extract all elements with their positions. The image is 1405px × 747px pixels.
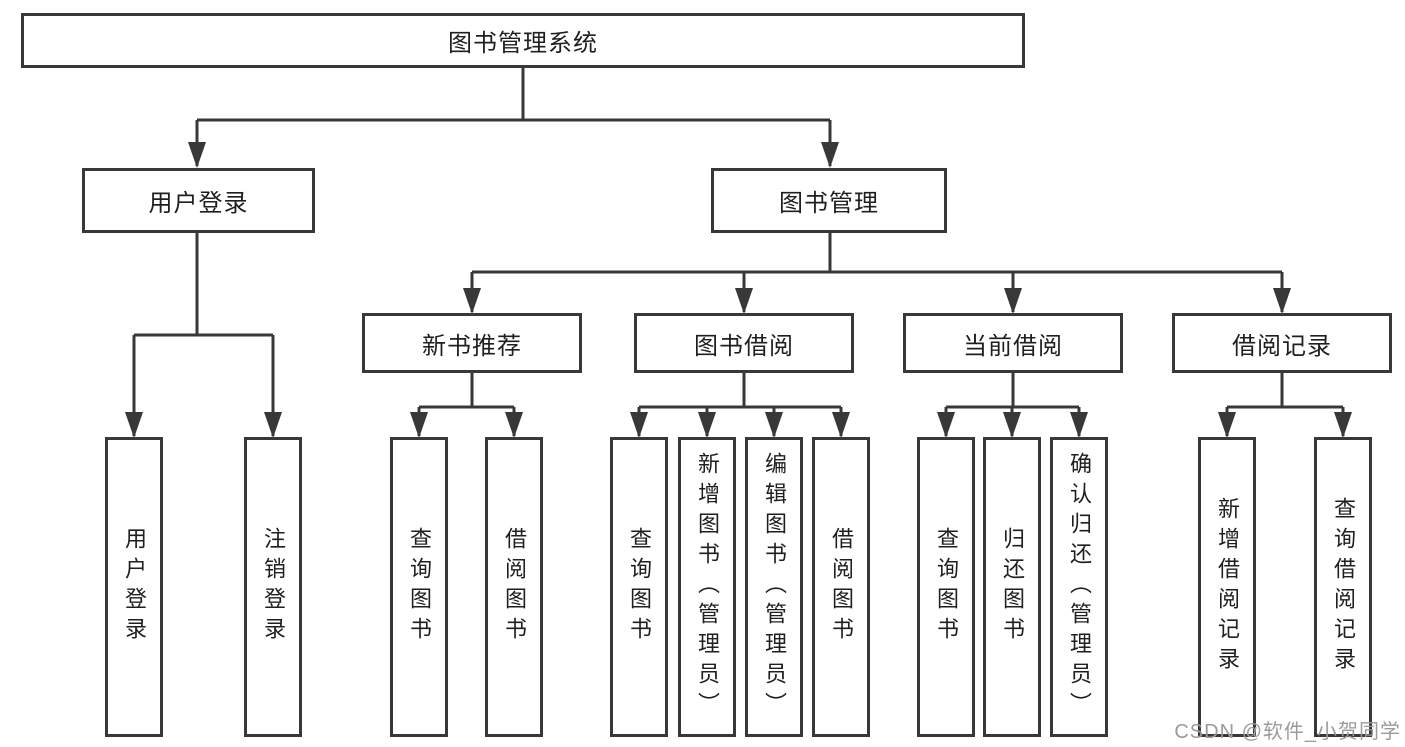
node-current-query-books: 查询图书 [917,437,975,737]
node-book-borrow: 图书借阅 [634,313,854,373]
node-recommend-borrow-books-label: 借阅图书 [502,527,527,647]
node-logout-leaf-label: 注销登录 [261,527,286,647]
node-user-login-label: 用户登录 [148,190,249,217]
node-add-books-admin: 新增图书（管理员） [678,437,736,737]
node-borrow-record: 借阅记录 [1172,313,1392,373]
node-recommend-query-books-label: 查询图书 [407,527,432,647]
node-user-login-leaf-label: 用户登录 [122,527,147,647]
node-library-system: 图书管理系统 [21,13,1025,68]
node-confirm-return-admin: 确认归还（管理员） [1050,437,1108,737]
node-current-borrow-label: 当前借阅 [963,332,1063,360]
node-recommend-query-books: 查询图书 [390,437,448,737]
node-edit-books-admin-label: 编辑图书（管理员） [762,452,787,722]
node-query-borrow-record: 查询借阅记录 [1314,437,1372,737]
csdn-watermark: CSDN @软件_小贺同学 [1174,721,1401,743]
node-user-login: 用户登录 [82,168,315,233]
node-user-login-leaf: 用户登录 [105,437,163,737]
node-new-book-recommend-label: 新书推荐 [422,332,522,360]
node-borrow-query-books-label: 查询图书 [627,527,652,647]
node-borrow-query-books: 查询图书 [610,437,668,737]
node-edit-books-admin: 编辑图书（管理员） [745,437,803,737]
node-borrow-record-label: 借阅记录 [1232,332,1332,360]
node-book-management: 图书管理 [711,168,947,233]
node-current-query-books-label: 查询图书 [934,527,959,647]
node-add-borrow-record: 新增借阅记录 [1198,437,1256,737]
node-borrow-books-leaf-label: 借阅图书 [829,527,854,647]
node-return-books-label: 归还图书 [1000,527,1025,647]
node-add-books-admin-label: 新增图书（管理员） [695,452,720,722]
node-recommend-borrow-books: 借阅图书 [485,437,543,737]
node-new-book-recommend: 新书推荐 [362,313,582,373]
node-logout-leaf: 注销登录 [244,437,302,737]
node-return-books: 归还图书 [983,437,1041,737]
node-add-borrow-record-label: 新增借阅记录 [1215,497,1240,677]
node-current-borrow: 当前借阅 [903,313,1123,373]
node-book-management-label: 图书管理 [779,190,879,217]
node-confirm-return-admin-label: 确认归还（管理员） [1067,452,1092,722]
node-book-borrow-label: 图书借阅 [694,332,794,360]
node-library-system-label: 图书管理系统 [448,30,598,57]
node-query-borrow-record-label: 查询借阅记录 [1331,497,1356,677]
node-borrow-books-leaf: 借阅图书 [812,437,870,737]
